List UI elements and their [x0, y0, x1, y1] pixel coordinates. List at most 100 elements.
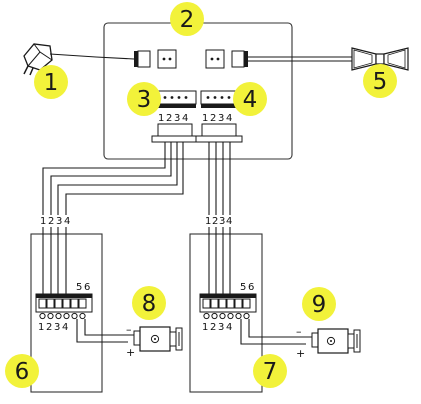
unit-6-pin-1: 1: [40, 216, 46, 227]
unit-6-pin-5: 5: [76, 282, 82, 293]
siren-socket: [205, 49, 225, 69]
bus-wire-left-2: [50, 142, 172, 215]
unit-7-pin-1: 1: [205, 216, 211, 227]
power-adapter: [23, 43, 53, 76]
callout-8: 8: [132, 286, 166, 320]
unit-7-pin-5: 5: [240, 282, 246, 293]
callout-7: 7: [253, 354, 287, 388]
connector-3-base: [158, 104, 196, 108]
unit-6-electric-lock: [133, 326, 183, 352]
plug-left-pin-2: 2: [166, 113, 172, 124]
connector-pin: [206, 96, 210, 99]
callout-5: 5: [363, 64, 397, 98]
siren-jack-plate: [244, 51, 248, 67]
callout-1-label: 1: [44, 70, 59, 96]
unit-6-pin-2: 2: [48, 216, 54, 227]
bus-wire-left-1: [42, 142, 166, 215]
unit-6-plus-sign: +: [126, 346, 135, 359]
plug-right-flange: [195, 135, 243, 143]
connector-4-base: [201, 104, 239, 108]
plug-left-pin-4: 4: [182, 113, 188, 124]
connector-pin: [220, 96, 224, 99]
unit-6-pin-3: 3: [56, 216, 62, 227]
bus-wire-left-3: [57, 142, 178, 215]
unit-7-panel: [189, 233, 263, 393]
plug-left-flange: [151, 135, 199, 143]
callout-7-label: 7: [263, 359, 278, 385]
unit-7-pin-2: 2: [212, 216, 218, 227]
callout-3-label: 3: [137, 87, 152, 113]
unit-7-bottom-pin-1: 1: [202, 322, 208, 333]
siren-socket-pin: [216, 57, 220, 61]
unit-6-minus-sign: –: [126, 323, 132, 336]
unit-7-terminal-block: [199, 293, 257, 320]
callout-6-badge: [5, 354, 39, 388]
callout-2-badge: [170, 2, 204, 36]
callout-2: 2: [170, 2, 204, 36]
callout-6-label: 6: [15, 359, 30, 385]
callout-1-badge: [34, 65, 68, 99]
plug-left-pin-3: 3: [174, 113, 180, 124]
power-jack: [137, 50, 151, 68]
plug-right-pin-4: 4: [226, 113, 232, 124]
bus-wire-left-4: [65, 142, 184, 215]
unit-6-terminal-block: [35, 293, 93, 320]
connector-pin: [227, 96, 231, 99]
callout-4: 4: [233, 82, 267, 116]
unit-6-pin-4: 4: [64, 216, 70, 227]
callout-8-badge: [132, 286, 166, 320]
unit-6-bottom-pin-4: 4: [62, 322, 68, 333]
power-socket: [157, 49, 177, 69]
unit-6-lock-plus-wire: [76, 319, 128, 343]
plug-right: [201, 123, 237, 137]
callout-9: 9: [302, 287, 336, 321]
callout-4-label: 4: [243, 87, 258, 113]
callout-8-label: 8: [142, 291, 157, 317]
plug-left: [157, 123, 193, 137]
unit-6-bottom-pin-2: 2: [46, 322, 52, 333]
callout-6: 6: [5, 354, 39, 388]
unit-6-bottom-pin-3: 3: [54, 322, 60, 333]
power-socket-pin: [168, 57, 172, 61]
unit-7-bottom-pin-4: 4: [226, 322, 232, 333]
siren-horn: [351, 47, 409, 71]
plug-right-pin-2: 2: [210, 113, 216, 124]
callout-5-badge: [363, 64, 397, 98]
power-jack-plate: [134, 51, 138, 67]
siren-jack: [231, 50, 245, 68]
unit-6-lock-minus-wire: [84, 319, 134, 336]
unit-7-plus-sign: +: [296, 347, 305, 360]
callout-9-badge: [302, 287, 336, 321]
connector-pin: [163, 96, 167, 99]
plug-right-pin-3: 3: [218, 113, 224, 124]
callout-9-label: 9: [312, 292, 327, 318]
callout-3: 3: [127, 82, 161, 116]
plug-left-pin-1: 1: [158, 113, 164, 124]
unit-7-electric-lock: [311, 328, 361, 354]
callout-1: 1: [34, 65, 68, 99]
siren-socket-pin: [210, 57, 214, 61]
callout-2-label: 2: [180, 7, 195, 33]
connector-pin: [213, 96, 217, 99]
plug-right-pin-1: 1: [202, 113, 208, 124]
power-cable: [49, 53, 135, 60]
power-socket-pin: [162, 57, 166, 61]
callout-4-badge: [233, 82, 267, 116]
unit-6-bottom-pin-1: 1: [38, 322, 44, 333]
connector-pin: [184, 96, 188, 99]
unit-6-pin-6: 6: [84, 282, 90, 293]
unit-7-lock-minus-wire: [248, 319, 312, 338]
unit-7-pin-4: 4: [226, 216, 232, 227]
unit-7-minus-sign: –: [296, 325, 302, 338]
callout-5-label: 5: [373, 69, 388, 95]
connector-pin: [177, 96, 181, 99]
connector-pin: [170, 96, 174, 99]
callout-7-badge: [253, 354, 287, 388]
unit-7-bottom-pin-3: 3: [218, 322, 224, 333]
unit-7-pin-3: 3: [219, 216, 225, 227]
unit-7-pin-6: 6: [248, 282, 254, 293]
unit-7-bottom-pin-2: 2: [210, 322, 216, 333]
callout-3-badge: [127, 82, 161, 116]
